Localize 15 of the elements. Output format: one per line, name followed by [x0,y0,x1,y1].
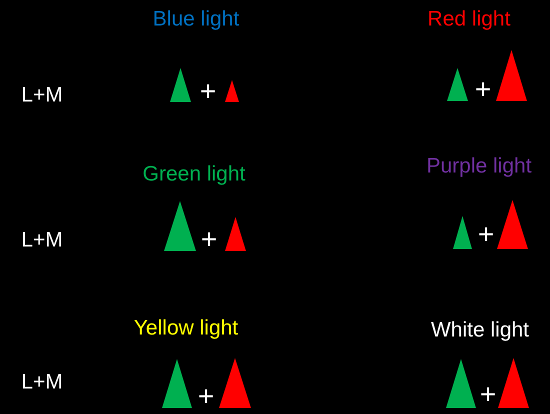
plus-sign: + [478,220,494,250]
cone-label: L+M [21,83,63,107]
cone-label: L+M [21,228,63,252]
color-name: Red light [428,7,510,31]
plus-sign: + [474,74,492,106]
color-name: White light [430,318,530,342]
color-name: Green light [142,162,246,186]
color-name: Purple light [426,154,532,178]
plus-sign: + [480,380,496,410]
plus-sign: + [200,76,216,108]
plus-sign: + [198,382,214,412]
cone-label: L+M [21,370,63,394]
color-name: Yellow light [134,316,238,340]
color-name: Blue light [152,7,240,31]
plus-sign: + [200,224,218,256]
